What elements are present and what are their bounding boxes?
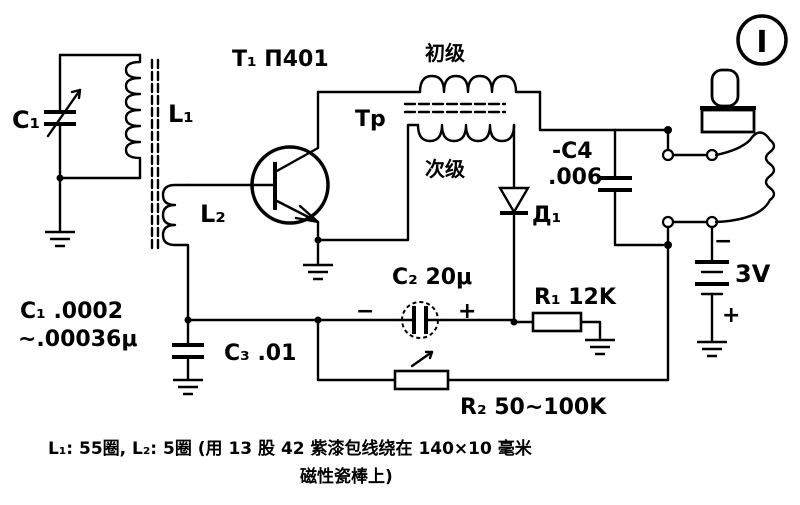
label-c1-range-1: C₁ .0002	[20, 299, 123, 324]
label-c1: C₁	[12, 106, 40, 134]
battery-3v	[695, 225, 729, 344]
caption-line-2: 磁性瓷棒上)	[300, 466, 393, 487]
label-c1-range-2: ~.00036μ	[18, 327, 138, 352]
ground-r1	[585, 338, 615, 356]
label-t1: T₁ П401	[232, 47, 329, 72]
caption-line-1: L₁: 55圈, L₂: 5圈 (用 13 股 42 紫漆包线绕在 140×10…	[48, 438, 533, 459]
ground-battery	[697, 340, 727, 358]
label-c4: -C4	[552, 139, 593, 164]
transformer-core	[403, 102, 507, 114]
transformer-primary	[316, 74, 617, 132]
label-battery: 3V	[735, 260, 771, 288]
l2-coil	[161, 183, 252, 322]
earphone-jack	[613, 126, 719, 382]
c1-variable-capacitor	[44, 53, 142, 234]
bias-rail	[184, 316, 670, 382]
transformer-secondary	[316, 123, 516, 242]
ground-c3	[173, 378, 203, 396]
label-d1: Д₁	[532, 203, 561, 228]
label-battery-minus: −	[714, 229, 732, 254]
label-c4-value: .006	[548, 165, 602, 190]
label-l1: L₁	[168, 100, 194, 128]
label-c2: C₂ 20μ	[392, 265, 472, 290]
transistor-t1	[248, 90, 330, 267]
ground-emitter	[303, 263, 333, 281]
label-c3: C₃ .01	[224, 341, 296, 366]
label-r2: R₂ 50~100K	[460, 395, 607, 420]
label-c2-minus: −	[356, 299, 374, 324]
l1-coil	[124, 53, 142, 180]
badge-label: I	[756, 25, 767, 60]
label-secondary: 次级	[425, 157, 465, 181]
label-c2-plus: +	[458, 299, 476, 324]
ferrite-rod-core	[150, 58, 160, 252]
figure-badge: I	[736, 14, 788, 66]
ground-c1	[45, 230, 75, 248]
earphone-icon	[700, 68, 776, 224]
c4-capacitor	[598, 128, 665, 247]
label-l2: L₂	[200, 200, 226, 228]
r1-resistor	[531, 311, 583, 333]
label-battery-plus: +	[722, 303, 740, 328]
c3-capacitor	[172, 318, 204, 382]
r2-resistor	[393, 350, 450, 391]
diode-d1	[497, 186, 531, 324]
label-tp: Tp	[355, 107, 386, 132]
c2-electrolytic-capacitor	[393, 301, 447, 339]
label-r1: R₁ 12K	[534, 285, 617, 310]
label-primary: 初级	[425, 41, 465, 65]
